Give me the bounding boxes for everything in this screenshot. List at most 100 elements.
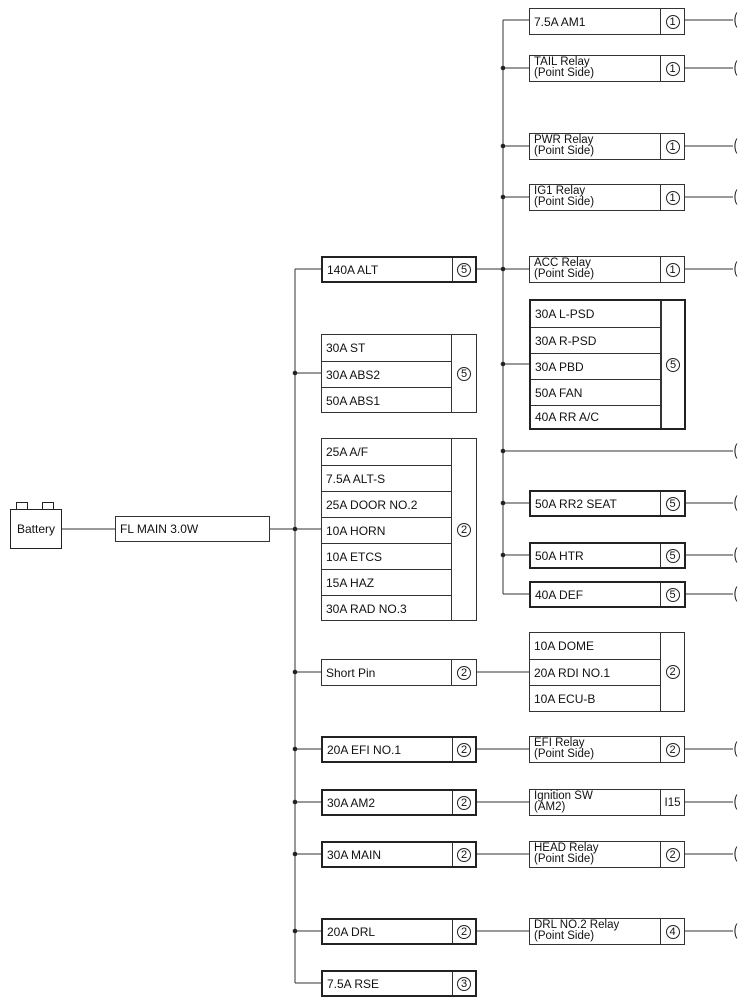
efi-relay: EFI Relay (Point Side) 2 — [529, 736, 685, 763]
fuse-label: 25A DOOR NO.2 — [322, 491, 451, 517]
main-fuse-label: FL MAIN 3.0W — [120, 522, 199, 536]
connector-tag: 2 — [451, 660, 476, 685]
fuse-drl: 20A DRL 2 — [321, 918, 477, 945]
fuse-label: 10A HORN — [322, 517, 451, 543]
connector-number: 2 — [665, 742, 680, 757]
wire-break-symbol: ( — [733, 546, 738, 563]
fuse-group-af: 25A A/F 7.5A ALT-S 25A DOOR NO.2 10A HOR… — [321, 438, 477, 621]
connector-number: 5 — [457, 262, 471, 277]
acc-relay: ACC Relay (Point Side) 1 — [529, 256, 685, 283]
item-label: DRL NO.2 Relay (Point Side) — [530, 919, 660, 944]
item-label-line: TAIL Relay — [534, 56, 590, 68]
wire-break-symbol: ( — [733, 137, 738, 154]
fuse-am1: 7.5A AM1 1 — [529, 8, 685, 35]
connector-tag: 2 — [660, 633, 684, 711]
item-label-line: IG1 Relay — [534, 185, 586, 197]
fuse-efi: 20A EFI NO.1 2 — [321, 736, 477, 763]
fuse-label: 50A ABS1 — [322, 387, 451, 413]
connector-tag: 5 — [452, 258, 475, 281]
fuse-group-st: 30A ST 30A ABS2 50A ABS1 5 — [321, 334, 477, 413]
item-label-line: PWR Relay — [534, 134, 594, 146]
wire-break-symbol: ( — [733, 59, 738, 76]
fuse-rr2-seat: 50A RR2 SEAT 5 — [529, 490, 686, 517]
fuse-group-dome: 10A DOME 20A RDI NO.1 10A ECU-B 2 — [529, 632, 685, 712]
fuse-label: 20A DRL — [327, 924, 376, 939]
connector-tag: 2 — [660, 842, 684, 867]
fuse-am2: 30A AM2 2 — [321, 789, 477, 816]
connector-tag: 2 — [451, 439, 476, 620]
item-label-line: (Point Side) — [534, 145, 595, 157]
fuse-label: 30A AM2 — [327, 795, 376, 810]
wire-break-symbol: ( — [733, 260, 738, 277]
fuse-def: 40A DEF 5 — [529, 581, 686, 608]
connector-number: 1 — [665, 139, 680, 154]
connector-number: 2 — [457, 795, 471, 810]
connector-number: 5 — [665, 496, 680, 511]
main-fuse: FL MAIN 3.0W — [115, 516, 270, 542]
fuse-label: 30A ABS2 — [322, 361, 451, 387]
fuse-label: 50A FAN — [531, 379, 660, 405]
fuse-label: 50A HTR — [535, 548, 584, 563]
wire-break-symbol: ( — [733, 845, 738, 862]
fuse-label: 20A RDI NO.1 — [530, 659, 660, 685]
connector-tag: 5 — [451, 335, 476, 412]
connector-number: 3 — [457, 976, 471, 991]
battery-terminal-left — [16, 502, 28, 509]
battery: Battery — [10, 509, 62, 549]
connector-number: 2 — [457, 522, 471, 537]
ig1-relay: IG1 Relay (Point Side) 1 — [529, 184, 685, 211]
wire-break-symbol: ( — [733, 442, 738, 459]
fuse-label: Short Pin — [326, 665, 376, 680]
item-label-line: (Point Side) — [534, 930, 595, 942]
fuse-label: 40A DEF — [535, 587, 584, 602]
connector-tag: 2 — [660, 737, 684, 762]
fuse-label: 15A HAZ — [322, 569, 451, 595]
fuse-label: 30A L-PSD — [535, 307, 595, 321]
connector-number: 2 — [457, 665, 471, 680]
connector-number: 2 — [457, 847, 471, 862]
connector-tag: 2 — [452, 843, 475, 866]
connector-tag: 2 — [452, 791, 475, 814]
fuse-label: 10A ECU-B — [530, 685, 660, 711]
item-label-line: (Point Side) — [534, 748, 595, 760]
connector-number: I15 — [664, 796, 681, 809]
connector-number: 1 — [665, 262, 680, 277]
connector-number: 1 — [665, 61, 680, 76]
item-label-line: (Point Side) — [534, 268, 595, 280]
wire-break-symbol: ( — [733, 585, 738, 602]
item-label: ACC Relay (Point Side) — [530, 257, 660, 282]
connector-tag: 1 — [660, 9, 684, 34]
connector-number: 2 — [457, 742, 471, 757]
fuse-label: 40A RR A/C — [531, 405, 660, 428]
fuse-label: 7.5A ALT-S — [322, 465, 451, 491]
fuse-label: 30A PBD — [531, 353, 660, 379]
connector-number: 4 — [665, 924, 680, 939]
connector-number: 1 — [665, 190, 680, 205]
wire-break-symbol: ( — [733, 494, 738, 511]
item-label: TAIL Relay (Point Side) — [530, 56, 660, 81]
connector-tag: 1 — [660, 185, 684, 210]
item-label-line: (AM2) — [534, 801, 566, 813]
drl-no2-relay: DRL NO.2 Relay (Point Side) 4 — [529, 918, 685, 945]
fuse-label: 30A ST — [326, 341, 366, 355]
connector-number: 5 — [666, 357, 680, 372]
head-relay: HEAD Relay (Point Side) 2 — [529, 841, 685, 868]
connector-number: 5 — [665, 548, 680, 563]
connector-tag: 5 — [660, 544, 684, 567]
item-label-line: (Point Side) — [534, 196, 595, 208]
fuse-main: 30A MAIN 2 — [321, 841, 477, 868]
connector-tag: 4 — [660, 919, 684, 944]
connector-tag: 2 — [452, 738, 475, 761]
wire-break-symbol: ( — [733, 11, 738, 28]
fuse-htr: 50A HTR 5 — [529, 542, 686, 569]
connector-tag: 1 — [660, 257, 684, 282]
battery-terminal-right — [42, 502, 54, 509]
fuse-label: 30A R-PSD — [531, 327, 660, 353]
connector-number: 5 — [457, 366, 471, 381]
item-label: IG1 Relay (Point Side) — [530, 185, 660, 210]
fuse-alt: 140A ALT 5 — [321, 256, 477, 283]
fuse-label: 7.5A RSE — [327, 976, 380, 991]
item-label: Ignition SW (AM2) — [530, 790, 660, 815]
fuse-label: 10A ETCS — [322, 543, 451, 569]
